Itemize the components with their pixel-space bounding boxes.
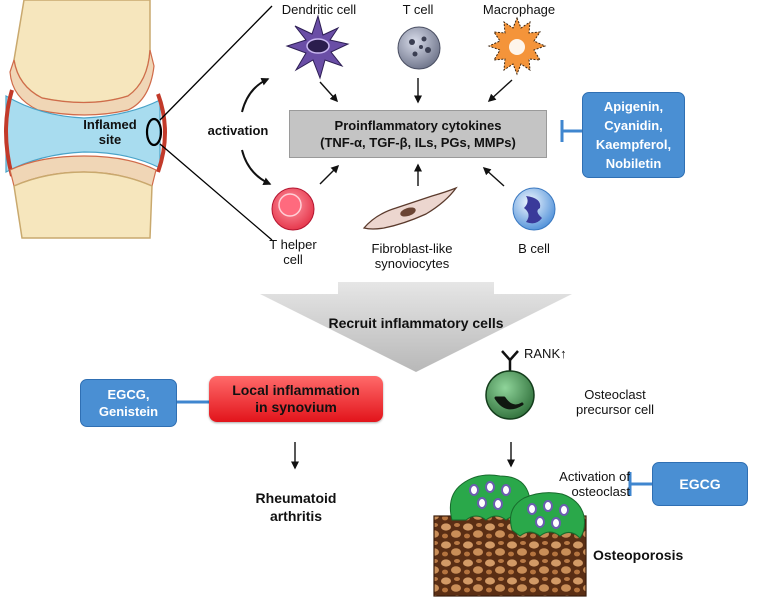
macrophage-label: Macrophage: [482, 2, 556, 17]
rank-label: RANK↑: [524, 346, 567, 361]
inhibitor-nobiletin: Nobiletin: [605, 156, 662, 171]
upper-bone: [13, 0, 151, 104]
t-cell-label: T cell: [402, 2, 434, 17]
left-inhibitor-box: EGCG, Genistein: [80, 379, 177, 427]
t-cell: [397, 26, 441, 70]
ra-line2: arthritis: [269, 508, 323, 524]
osteoclast-precursor-line2: precursor cell: [575, 402, 655, 417]
proinflammatory-cytokines-box: Proinflammatory cytokines (TNF-α, TGF-β,…: [289, 110, 547, 158]
ra-line1: Rheumatoid: [255, 490, 337, 506]
activation-label: activation: [207, 123, 269, 138]
inhibitor-kaempferol: Kaempferol,: [595, 137, 672, 152]
right-inhibitor-box: EGCG: [652, 462, 748, 506]
inhibitor-apigenin: Apigenin,: [603, 99, 664, 114]
cytokines-line1: Proinflammatory cytokines: [334, 118, 502, 133]
t-helper-line1: T helper: [269, 237, 317, 252]
b-cell-label: B cell: [518, 241, 550, 256]
fibroblast-label: Fibroblast-like synoviocytes: [352, 241, 472, 271]
t-helper-line2: cell: [283, 252, 303, 267]
macrophage: [487, 16, 547, 76]
joint-capsule-right: [156, 93, 167, 173]
top-inhibitor-box: Apigenin, Cyanidin, Kaempferol, Nobileti…: [582, 92, 685, 178]
t-helper-cell: [271, 187, 315, 231]
joint-capsule-left: [4, 89, 14, 177]
activated-osteoclasts: [449, 474, 585, 539]
activation-osteoclast-line1: Activation of: [559, 469, 630, 484]
local-inflammation-box: Local inflammation in synovium: [209, 376, 383, 422]
inhibitor-cyanidin: Cyanidin,: [604, 118, 663, 133]
inhibitor-egcg-left: EGCG,: [107, 387, 150, 402]
local-inflammation-line2: in synovium: [255, 399, 337, 415]
inhibitor-genistein: Genistein: [98, 404, 159, 419]
osteoclast-precursor-label: Osteoclast precursor cell: [560, 387, 670, 417]
inflamed-site-line2: site: [98, 132, 122, 147]
osteoclast-precursor-line1: Osteoclast: [584, 387, 646, 402]
fibroblast-like-synoviocyte: [362, 186, 458, 230]
cytokines-line2: (TNF-α, TGF-β, ILs, PGs, MMPs): [320, 135, 516, 150]
b-cell: [512, 187, 556, 231]
inflamed-site-marker: [145, 117, 163, 147]
dendritic-cell: [285, 14, 350, 80]
t-helper-label: T helper cell: [258, 237, 328, 267]
recruit-arrow: [260, 282, 572, 372]
fibroblast-line1: Fibroblast-like: [371, 241, 453, 256]
fibroblast-line2: synoviocytes: [374, 256, 450, 271]
inflamed-site-line1: Inflamed: [83, 117, 137, 132]
osteoporosis-label: Osteoporosis: [593, 547, 684, 563]
lower-bone: [13, 171, 153, 239]
recruit-label: Recruit inflammatory cells: [328, 315, 504, 331]
activation-osteoclast-line2: osteoclast: [571, 484, 630, 499]
dendritic-cell-label: Dendritic cell: [281, 2, 357, 17]
activation-osteoclast-label: Activation of osteoclast: [534, 469, 630, 499]
osteoclast-precursor-cell: [485, 350, 535, 420]
inflamed-site-label: Inflamed site: [74, 117, 146, 147]
local-inflammation-line1: Local inflammation: [232, 382, 360, 398]
joint-illustration: [4, 0, 273, 241]
rheumatoid-arthritis-label: Rheumatoid arthritis: [226, 489, 366, 525]
